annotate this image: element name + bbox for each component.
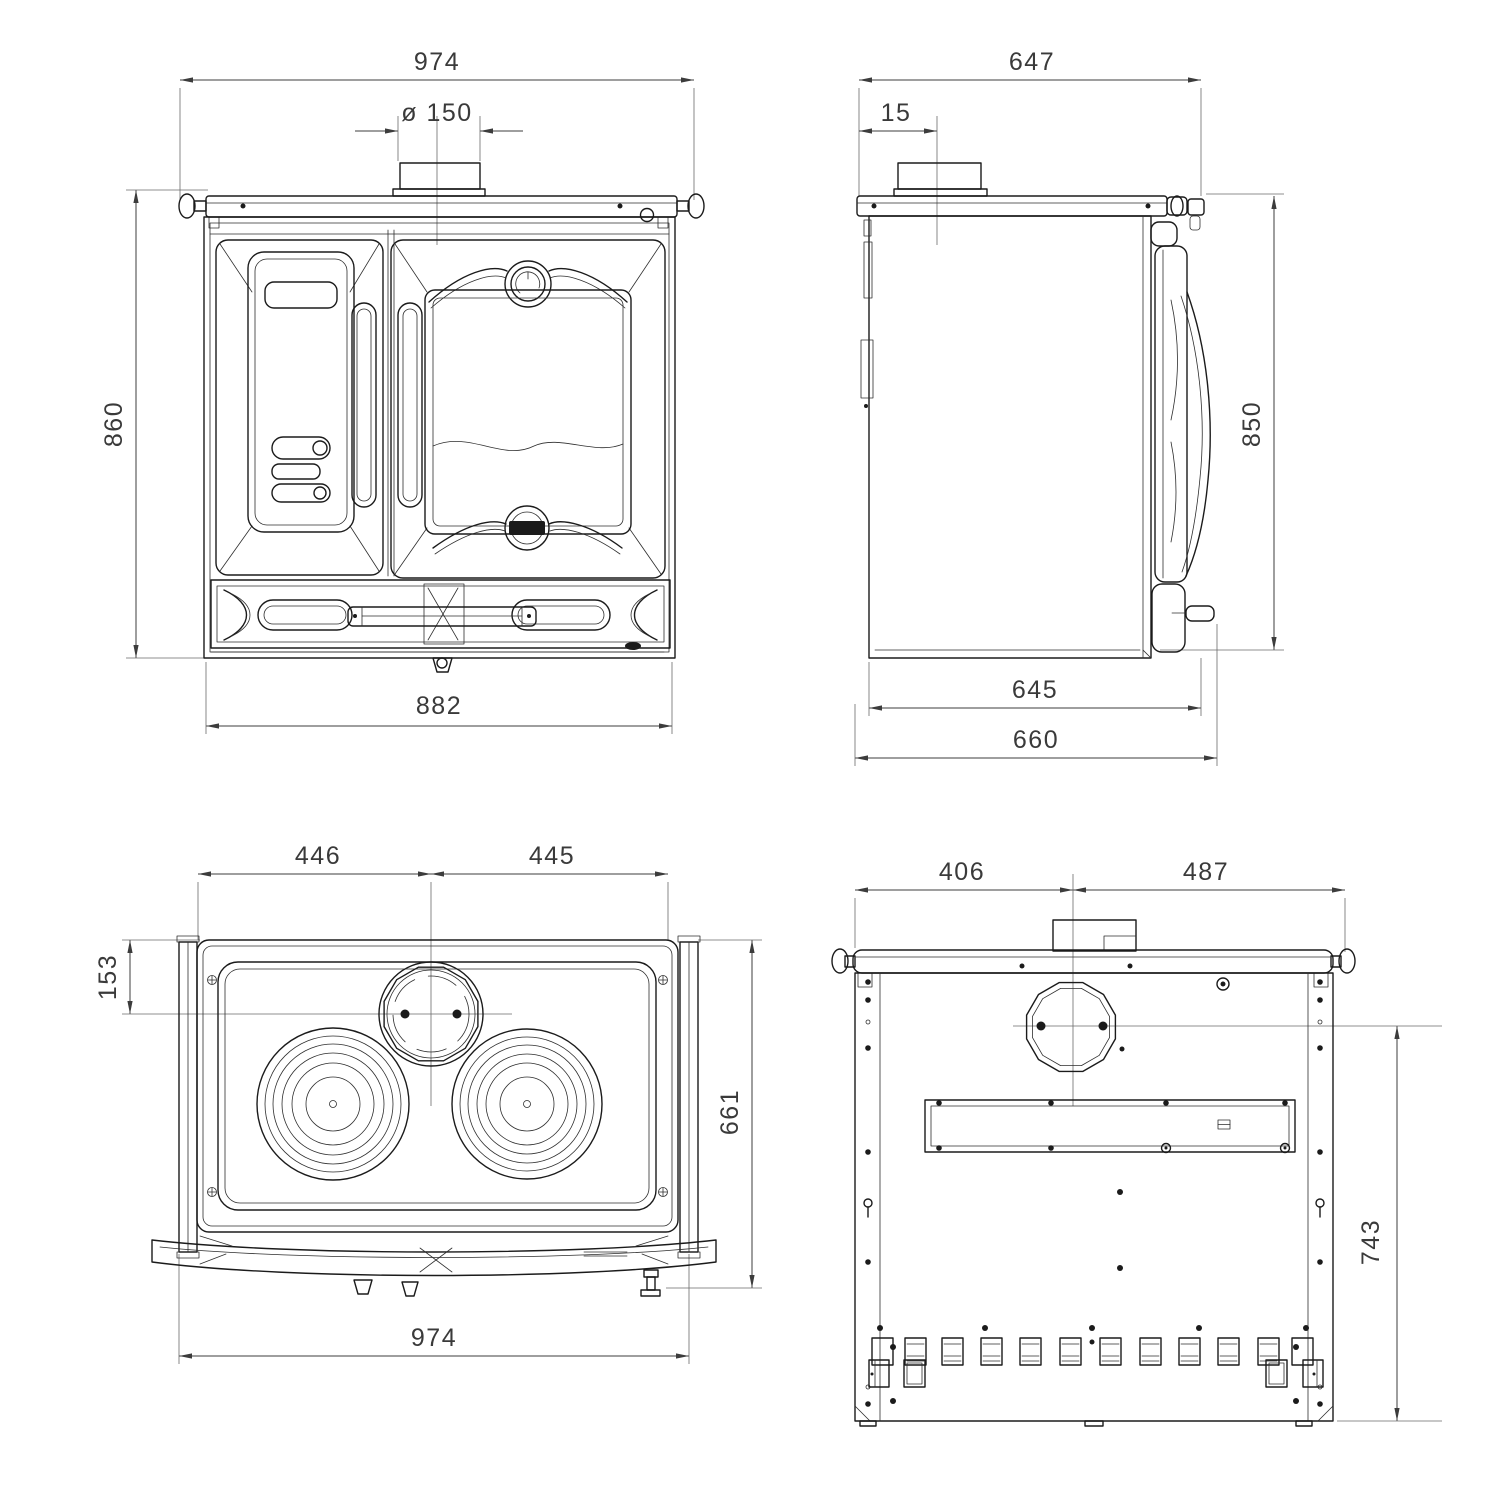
- back-view: 406 487 743: [831, 858, 1442, 1427]
- front-base: [210, 642, 665, 673]
- front-foot-center: [401, 1281, 419, 1297]
- dim-side-height: 850: [1160, 193, 1284, 651]
- dim-text-445: 445: [529, 842, 575, 870]
- towel-rail-knob-back-left: [831, 948, 849, 974]
- top-side-rail-right: [677, 935, 701, 1259]
- dim-top-left-half: 446: [197, 842, 431, 940]
- dim-text-882: 882: [416, 692, 462, 720]
- top-plate: [196, 939, 679, 1233]
- dim-text-487: 487: [1183, 858, 1229, 886]
- back-corner-fittings: [868, 1344, 1324, 1404]
- towel-rail-knob-right: [687, 193, 705, 219]
- back-vent-screws: [877, 1325, 1309, 1345]
- dim-text-15: 15: [881, 99, 912, 127]
- side-door-handle-arc: [1185, 291, 1211, 577]
- dim-text-661: 661: [716, 1089, 744, 1135]
- front-door-handles: [351, 229, 423, 577]
- dim-back-right-half: 487: [1072, 858, 1346, 1106]
- hotplate-right: [451, 1028, 603, 1180]
- front-foot-right: [640, 1269, 661, 1297]
- dim-text-743: 743: [1357, 1219, 1385, 1265]
- side-body: [860, 215, 1152, 659]
- cooktop-corner-screws: [207, 975, 668, 1197]
- dim-front-overall-width: 974: [179, 48, 695, 200]
- back-flange-screws-right: [1315, 979, 1325, 1407]
- dim-text-974-top: 974: [411, 1324, 457, 1352]
- back-panel: [854, 972, 1334, 1427]
- oven-door: [390, 239, 666, 579]
- oven-thermometer: [504, 260, 552, 308]
- flue-bolt-right: [452, 1009, 462, 1019]
- back-vent-row: [871, 1337, 1314, 1366]
- top-side-rail-left: [176, 935, 200, 1259]
- dim-text-974-front: 974: [414, 48, 460, 76]
- dim-back-flue-height: 743: [1013, 1025, 1442, 1422]
- cooktop-panel: [207, 961, 668, 1211]
- top-view: 446 445 153 661 974: [94, 842, 762, 1364]
- dim-top-right-half: 445: [430, 842, 669, 1106]
- flue-opening-bolt-right: [1098, 1021, 1108, 1031]
- side-door-profile: [1142, 221, 1215, 659]
- damper-knob: [639, 207, 655, 223]
- oven-handle: [397, 302, 423, 508]
- dim-top-depth: 661: [666, 939, 762, 1289]
- back-center-screw-upper: [1117, 1189, 1123, 1195]
- flue-opening-bolt-left: [1036, 1021, 1046, 1031]
- dim-text-153: 153: [94, 954, 122, 1000]
- dim-front-body-width: 882: [205, 662, 673, 734]
- back-access-panel: [924, 1099, 1296, 1154]
- firebox-handle: [351, 302, 377, 508]
- dim-text-446: 446: [295, 842, 341, 870]
- dim-side-overall-depth: 660: [854, 624, 1218, 766]
- center-foot: [432, 657, 453, 673]
- side-flue-pipe: [893, 162, 988, 197]
- side-latch-knob: [1185, 605, 1215, 622]
- dim-text-406: 406: [939, 858, 985, 886]
- back-flange-screws-left: [863, 979, 873, 1407]
- side-view: 647 15 850 645 660: [854, 48, 1284, 766]
- dim-front-flue-diameter: ø 150: [355, 99, 523, 245]
- towel-rail-knob-side: [1170, 195, 1184, 217]
- dim-front-overall-height: 860: [100, 189, 208, 659]
- back-center-screw-lower: [1117, 1265, 1123, 1271]
- dim-text-647: 647: [1009, 48, 1055, 76]
- dim-text-860: 860: [100, 401, 128, 447]
- towel-rail-knob-back-right: [1338, 948, 1356, 974]
- hotplate-left: [256, 1027, 410, 1181]
- dim-text-flue-diameter: ø 150: [401, 99, 472, 127]
- air-vent-grille: [271, 436, 331, 503]
- dim-text-645: 645: [1012, 676, 1058, 704]
- oven-window: [424, 289, 632, 535]
- dim-side-body-depth: 645: [868, 658, 1202, 716]
- drawer-handle-bar: [347, 606, 537, 627]
- front-flue-pipe: [392, 162, 486, 197]
- towel-rail-knob-left: [178, 193, 196, 219]
- dim-side-top-depth: 647: [858, 48, 1202, 196]
- side-top-rail: [856, 195, 1205, 231]
- top-front-rail: [151, 1235, 717, 1297]
- back-flue-collar: [1052, 919, 1137, 952]
- front-body: [203, 216, 676, 659]
- top-flue-collar: [378, 961, 484, 1067]
- firebox-door-tab: [264, 281, 338, 309]
- dim-side-flue-offset: 15: [859, 99, 938, 245]
- back-flue-opening: [1025, 981, 1125, 1073]
- front-view: 974 ø 150 860 882: [100, 48, 705, 734]
- dim-back-left-half: 406: [854, 858, 1073, 948]
- dim-text-660: 660: [1013, 726, 1059, 754]
- front-foot-left: [353, 1279, 373, 1295]
- oven-nameplate: [432, 505, 623, 555]
- dim-text-850: 850: [1238, 401, 1266, 447]
- dim-top-overall-width: 974: [178, 1254, 690, 1364]
- ash-drawer: [210, 579, 671, 649]
- back-top-rail: [831, 948, 1356, 988]
- dim-top-flue-from-back: 153: [94, 939, 512, 1015]
- firebox-door: [215, 239, 384, 576]
- flue-bolt-left: [400, 1009, 410, 1019]
- back-screw-boss: [1216, 977, 1230, 991]
